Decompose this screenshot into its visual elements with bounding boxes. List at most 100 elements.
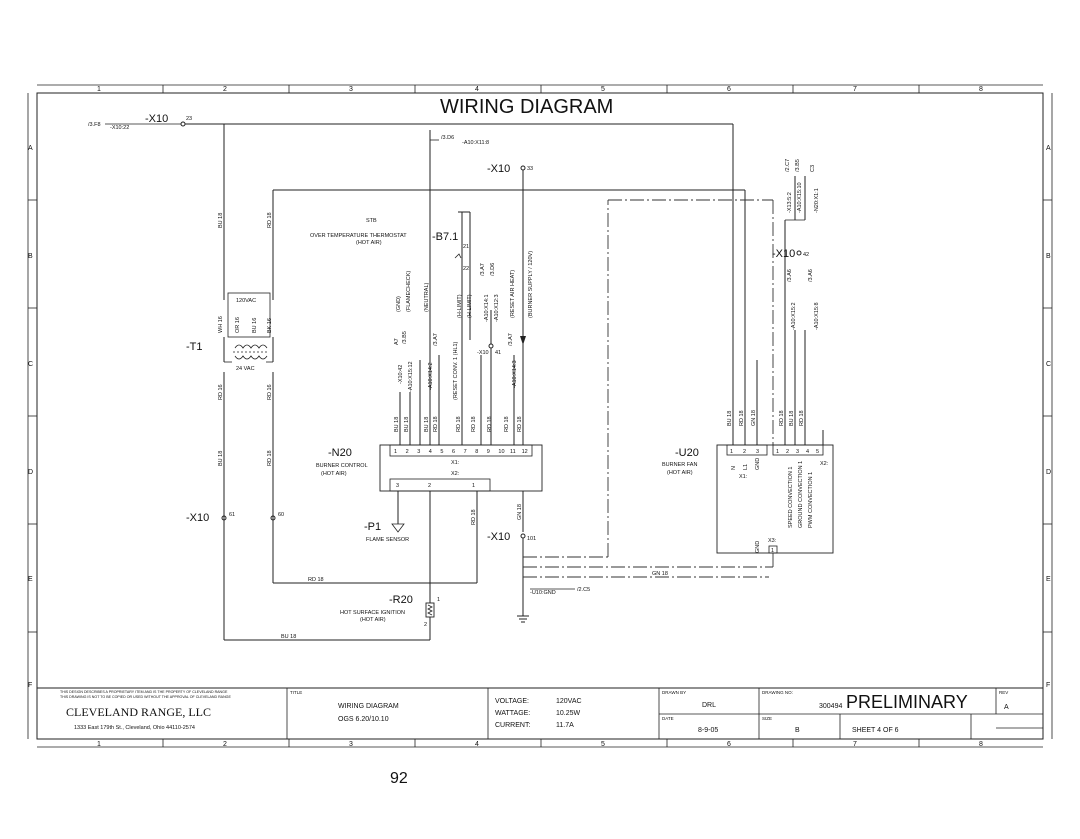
wire-label: RD 18	[267, 450, 273, 466]
transformer-primary: 120VAC	[236, 298, 256, 304]
title-block: THIS DESIGN DESCRIBES A PROPRIETARY ITEM…	[37, 687, 1043, 739]
row-label: F	[1046, 682, 1050, 689]
ref-label: -A10:X15:12	[408, 361, 414, 392]
terminal-label: -X10	[487, 163, 510, 175]
col-label: 7	[853, 741, 857, 748]
ref-label: -A10:X15:2	[791, 302, 797, 330]
wire-label: WH 16	[218, 316, 224, 333]
drawing-number: 300494	[819, 703, 842, 710]
component-desc: (HOT AIR)	[360, 617, 386, 623]
drawing-subtitle: OGS 6.20/10.10	[338, 716, 389, 723]
pin-number: 2	[743, 449, 746, 455]
col-label: 4	[475, 741, 479, 748]
size-value: B	[795, 727, 800, 734]
ref-label: -X10:22	[110, 125, 129, 131]
col-label: 2	[223, 741, 227, 748]
n20-pin-number: 2	[406, 449, 409, 455]
terminal-x10-42: /2.C7 /3.B5 C3 -X13:5:2 -A10:X15:10 -N20…	[772, 159, 820, 330]
signal-label: (RESET CONV. 1 (HL1)	[453, 341, 459, 400]
ref-label: -U10:GND	[530, 590, 556, 596]
ref-label: -A10:X14:2	[428, 362, 434, 390]
component-desc: (HOT AIR)	[356, 240, 382, 246]
wire-label: RD 16	[267, 384, 273, 400]
component-desc: FLAME SENSOR	[366, 537, 409, 543]
row-label: C	[28, 361, 33, 368]
col-label: 2	[223, 86, 227, 93]
field-label: VOLTAGE:	[495, 698, 529, 705]
signal-label: (FLAMECHECK)	[406, 271, 412, 312]
row-label: B	[28, 253, 33, 260]
pin-number: 1	[730, 449, 733, 455]
wattage-value: 10.25W	[556, 710, 581, 717]
wire-label: RD 18	[487, 416, 493, 432]
grid-row-labels-right: A B C D E F	[1046, 145, 1051, 689]
drawing-title: WIRING DIAGRAM	[338, 703, 399, 710]
component-desc: OVER TEMPERATURE THERMOSTAT	[310, 233, 407, 239]
field-label: SIZE	[762, 716, 772, 721]
terminal-label: -X10	[145, 113, 168, 125]
n20-pin-number: 9	[487, 449, 490, 455]
signal-label: (H-LIMIT)	[457, 294, 463, 318]
pin-number: 3	[756, 449, 759, 455]
ref-label: -N20:X1:1	[814, 188, 820, 213]
ref-label: -X10:42	[398, 365, 404, 384]
ref-label: -X13:5:2	[787, 192, 793, 213]
burner-fan-u20: -U20 BURNER FAN (HOT AIR) 1 2 3 1 2 3 4 …	[662, 220, 834, 567]
row-label: D	[1046, 469, 1051, 476]
wire-label: GN 18	[517, 504, 523, 520]
terminal-number: 60	[278, 512, 284, 518]
wire-label: BU 18	[394, 417, 400, 432]
signal-label: GROUND CONVECTION 1	[798, 461, 804, 528]
col-label: 4	[475, 86, 479, 93]
sheet-number: SHEET 4 OF 6	[852, 727, 899, 734]
col-label: 6	[727, 86, 731, 93]
pin-number: 3	[796, 449, 799, 455]
flame-sensor-p1: -P1 FLAME SENSOR	[364, 521, 409, 543]
terminal-x10-101: -X10 101 -U10:GND /2.C5 GN 18	[487, 199, 774, 623]
signal-label: (NEUTRAL)	[424, 282, 430, 312]
ref-label: /3.D6	[441, 135, 454, 141]
component-desc: BURNER CONTROL	[316, 463, 368, 469]
wire-label: RD 18	[433, 416, 439, 432]
component-name: -P1	[364, 521, 381, 533]
page-number: 92	[390, 770, 408, 787]
n20-pin-number: 5	[440, 449, 443, 455]
hot-surface-ignition-r20: -R20 HOT SURFACE IGNITION (HOT AIR) 1 2	[340, 594, 440, 628]
row-label: C	[1046, 361, 1051, 368]
pin-number: 4	[806, 449, 809, 455]
n20-pin-number: 8	[475, 449, 478, 455]
wire-label: RD 16	[218, 384, 224, 400]
row-label: A	[1046, 145, 1051, 152]
field-label: WATTAGE:	[495, 710, 530, 717]
wire-label: RD 18	[799, 410, 805, 426]
pin-number: 2	[786, 449, 789, 455]
pin-label: GND	[755, 458, 761, 470]
field-label: DRAWN BY	[662, 690, 686, 695]
ref-label: -A10:X15:10	[797, 182, 803, 213]
field-label: DATE	[662, 716, 674, 721]
component-name: -N20	[328, 447, 352, 459]
voltage-value: 120VAC	[556, 698, 582, 705]
row-label: E	[28, 576, 33, 583]
connector-label: X1:	[451, 460, 460, 466]
n20-wire-labels: BU 18 BU 18 BU 18 RD 18 RD 18 RD 18 RD 1…	[394, 416, 523, 432]
ref-label: /3.A7	[480, 263, 486, 276]
grid-column-labels-top: 1 2 3 4 5 6 7 8	[97, 86, 983, 93]
ref-label: /3.A7	[508, 333, 514, 346]
pin-label: N	[731, 466, 737, 470]
col-label: 5	[601, 86, 605, 93]
diagram-title: WIRING DIAGRAM	[440, 96, 613, 118]
n20-signal-labels: (GND) (FLAMECHECK) (NEUTRAL) (RESET CONV…	[394, 251, 534, 445]
col-label: 1	[97, 741, 101, 748]
col-label: 1	[97, 86, 101, 93]
component-name: -R20	[389, 594, 413, 606]
pin-number: 1	[437, 597, 440, 603]
component-name: -B7.1	[432, 231, 458, 243]
component-desc: (HOT AIR)	[321, 471, 347, 477]
wire-label: RD 18	[504, 416, 510, 432]
wire-label: BK 16	[267, 318, 273, 333]
ref-label: /3.F8	[88, 122, 101, 128]
row-label: A	[28, 145, 33, 152]
component-desc: BURNER FAN	[662, 462, 697, 468]
wire-label: RD 18	[456, 416, 462, 432]
